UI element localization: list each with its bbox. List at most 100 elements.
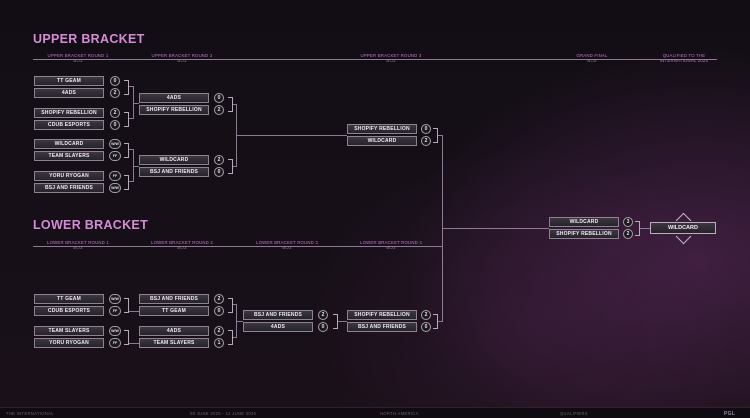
ub-r3-team-b[interactable]: WILDCARD [347,136,417,146]
connector-lb-r1-to-r2-2 [129,343,139,344]
grand-final-score-a: 3 [623,217,633,227]
grand-final-score-b: 2 [623,229,633,239]
ub-r2-m1-score-a: 0 [214,93,224,103]
ub-r1-m2-team-b[interactable]: CDUB ESPORTS [34,120,104,130]
ub-r1-m2-team-a[interactable]: SHOPIFY REBELLION [34,108,104,118]
connector-ub-r1-m2 [124,112,129,127]
ub-r1-m1-team-a[interactable]: TT GEAM [34,76,104,86]
grand-final-team-a[interactable]: WILDCARD [549,217,619,227]
lower-bracket-title: LOWER BRACKET [33,218,149,232]
ub-r1-m3-team-b[interactable]: TEAM SLAYERS [34,151,104,161]
connector-lb-r2-m2 [228,330,233,345]
ub-r3-score-b: 2 [421,136,431,146]
lb-r2-m1-score-a: 2 [214,294,224,304]
lb-r4-score-a: 2 [421,310,431,320]
ub-r1-m4-team-b[interactable]: BSJ AND FRIENDS [34,183,104,193]
lb-r1-m2-team-b[interactable]: YORU RYOGAN [34,338,104,348]
grand-final-team-b[interactable]: SHOPIFY REBELLION [549,229,619,239]
connector-ub-r3 [433,128,438,143]
lb-r4-team-b[interactable]: BSJ AND FRIENDS [347,322,417,332]
lower-header-rule [33,246,443,247]
lb-r4-score-b: 0 [421,322,431,332]
ub-r3-score-a: 0 [421,124,431,134]
footer-dates: 09 JUNE 2025 - 12 JUNE 2025 [190,411,257,416]
connector-ub-r1-in-1 [133,103,139,104]
connector-lb-r2-out-2 [233,337,237,338]
lb-r1-m1-score-b: FF [109,306,121,316]
connector-lb-r1-m2 [124,330,129,345]
ub-r2-m2-team-a[interactable]: WILDCARD [139,155,209,165]
ub-r1-m2-score-a: 2 [110,108,120,118]
connector-lb-r2-out-1 [233,304,237,305]
ub-r1-m4-score-a: FF [109,171,121,181]
connector-ub-r1-out-3 [129,149,134,150]
lb-r2-m1-team-a[interactable]: BSJ AND FRIENDS [139,294,209,304]
lb-r2-m1-score-b: 0 [214,306,224,316]
lb-r3-team-a[interactable]: BSJ AND FRIENDS [243,310,313,320]
footer-stage: QUALIFIERS [560,411,588,416]
connector-ub-r2-out-2 [233,166,237,167]
ub-r1-m3-team-a[interactable]: WILDCARD [34,139,104,149]
ub-r1-m1-team-b[interactable]: 4ADS [34,88,104,98]
connector-ub-r2-m1 [228,97,233,112]
lb-r1-m2-score-b: FF [109,338,121,348]
lb-r2-m2-team-a[interactable]: 4ADS [139,326,209,336]
lb-r1-m2-score-a: W/W [109,326,121,336]
lb-r1-m1-score-a: W/W [109,294,121,304]
lb-r3-team-b[interactable]: 4ADS [243,322,313,332]
connector-lb-r1-m1 [124,298,129,313]
connector-ub-r3-out [438,135,443,136]
ub-r1-m4-team-a[interactable]: YORU RYOGAN [34,171,104,181]
lb-r1-m2-team-a[interactable]: TEAM SLAYERS [34,326,104,336]
lb-r4-team-a[interactable]: SHOPIFY REBELLION [347,310,417,320]
lb-r3-score-b: 0 [318,322,328,332]
connector-lb-r1-to-r2-1 [129,311,139,312]
connector-to-final [442,228,549,229]
ub-r1-m3-score-a: W/W [109,139,121,149]
ub-r2-m1-team-b[interactable]: SHOPIFY REBELLION [139,105,209,115]
connector-ub-r3-drop [442,135,443,228]
connector-lb-r4-out [438,321,443,322]
lb-r2-m2-team-b[interactable]: TEAM SLAYERS [139,338,209,348]
connector-ub-r2-m2 [228,159,233,174]
ub-r1-m2-score-b: 0 [110,120,120,130]
ub-r1-m3-score-b: FF [109,151,121,161]
lb-r2-m2-score-b: 1 [214,338,224,348]
connector-ub-r1-out-1 [129,86,134,87]
ub-r1-m4-score-b: W/W [109,183,121,193]
lb-r1-m1-team-b[interactable]: CDUB ESPORTS [34,306,104,316]
upper-bracket-title: UPPER BRACKET [33,32,145,46]
connector-ub-r2-out-1 [233,104,237,105]
footer-bar: THE INTERNATIONAL 09 JUNE 2025 - 12 JUNE… [0,407,750,418]
lb-r2-m1-team-b[interactable]: TT GEAM [139,306,209,316]
connector-ub-r1-join-2 [133,149,134,181]
ub-r1-m1-score-b: 2 [110,88,120,98]
connector-lb-r2-m1 [228,298,233,313]
lb-r2-m2-score-a: 2 [214,326,224,336]
connector-final-to-winner [640,228,650,229]
lb-r3-score-a: 2 [318,310,328,320]
connector-lb-r3 [333,314,338,329]
footer-brand: THE INTERNATIONAL [6,411,54,416]
ub-r1-m1-score-a: 0 [110,76,120,86]
connector-lb-r4-rise [442,228,443,321]
footer-region: NORTH AMERICA [380,411,419,416]
lb-r1-m1-team-a[interactable]: TT GEAM [34,294,104,304]
ub-r3-team-a[interactable]: SHOPIFY REBELLION [347,124,417,134]
qualified-header: QUALIFIED TO THE INTERNATIONAL 2025 [659,53,709,63]
connector-ub-r1-out-4 [129,181,134,182]
connector-lb-r4 [433,314,438,329]
upper-header-rule [33,59,717,60]
connector-ub-r1-m1 [124,80,129,95]
ub-r2-m1-team-a[interactable]: 4ADS [139,93,209,103]
ub-r2-m2-score-a: 2 [214,155,224,165]
qualified-team[interactable]: WILDCARD [650,222,716,234]
ub-r2-m2-team-b[interactable]: BSJ AND FRIENDS [139,167,209,177]
